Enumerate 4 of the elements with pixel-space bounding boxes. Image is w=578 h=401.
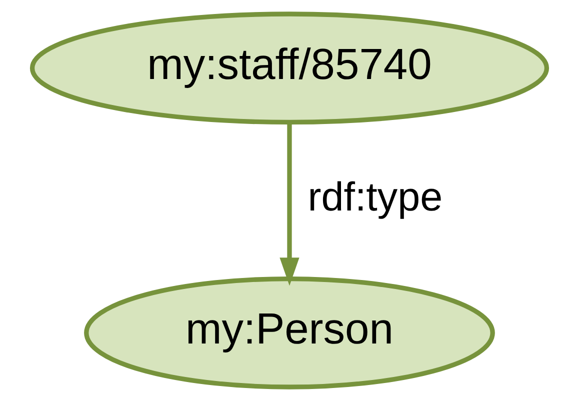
arrow	[279, 122, 299, 286]
node-ellipse: my:Person	[84, 276, 494, 390]
node-ellipse: my:staff/85740	[29, 12, 549, 125]
edge-label: rdf:type	[307, 173, 442, 220]
